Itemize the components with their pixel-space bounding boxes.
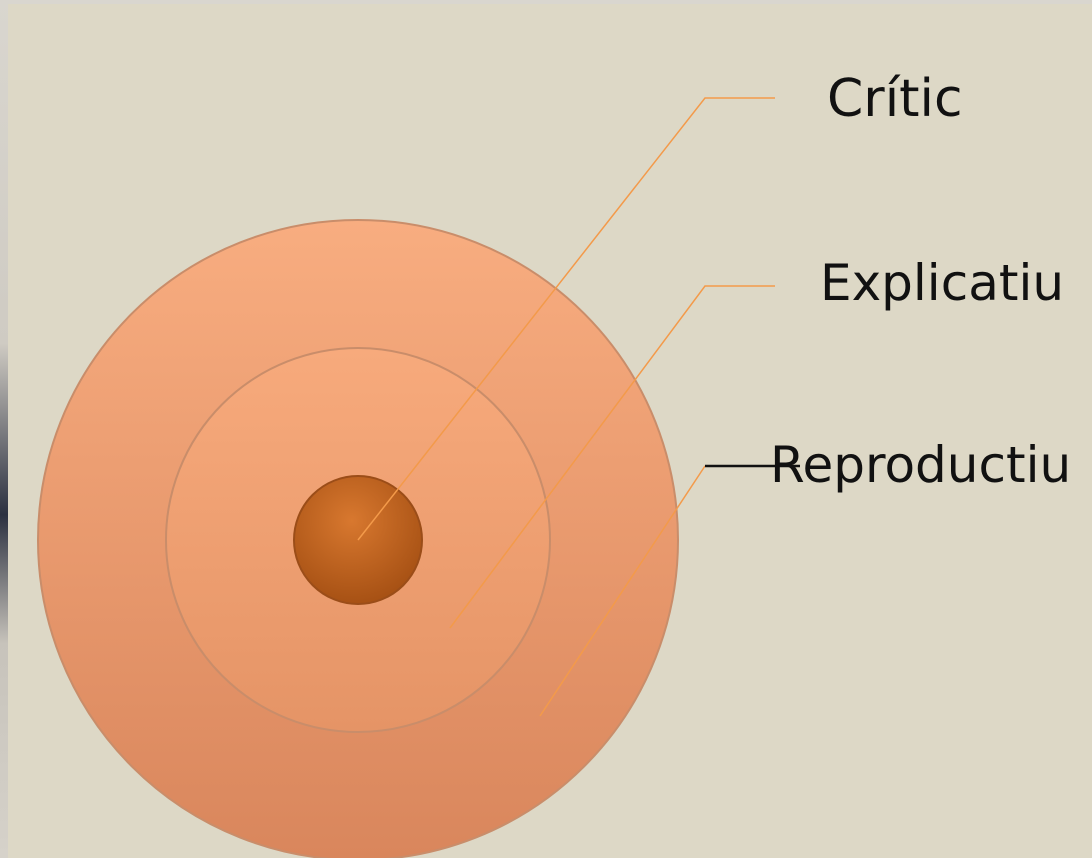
label-critic: Crític (827, 69, 963, 129)
label-explicatiu: Explicatiu (820, 254, 1064, 312)
label-reproductiu: Reproductiu (770, 436, 1071, 494)
